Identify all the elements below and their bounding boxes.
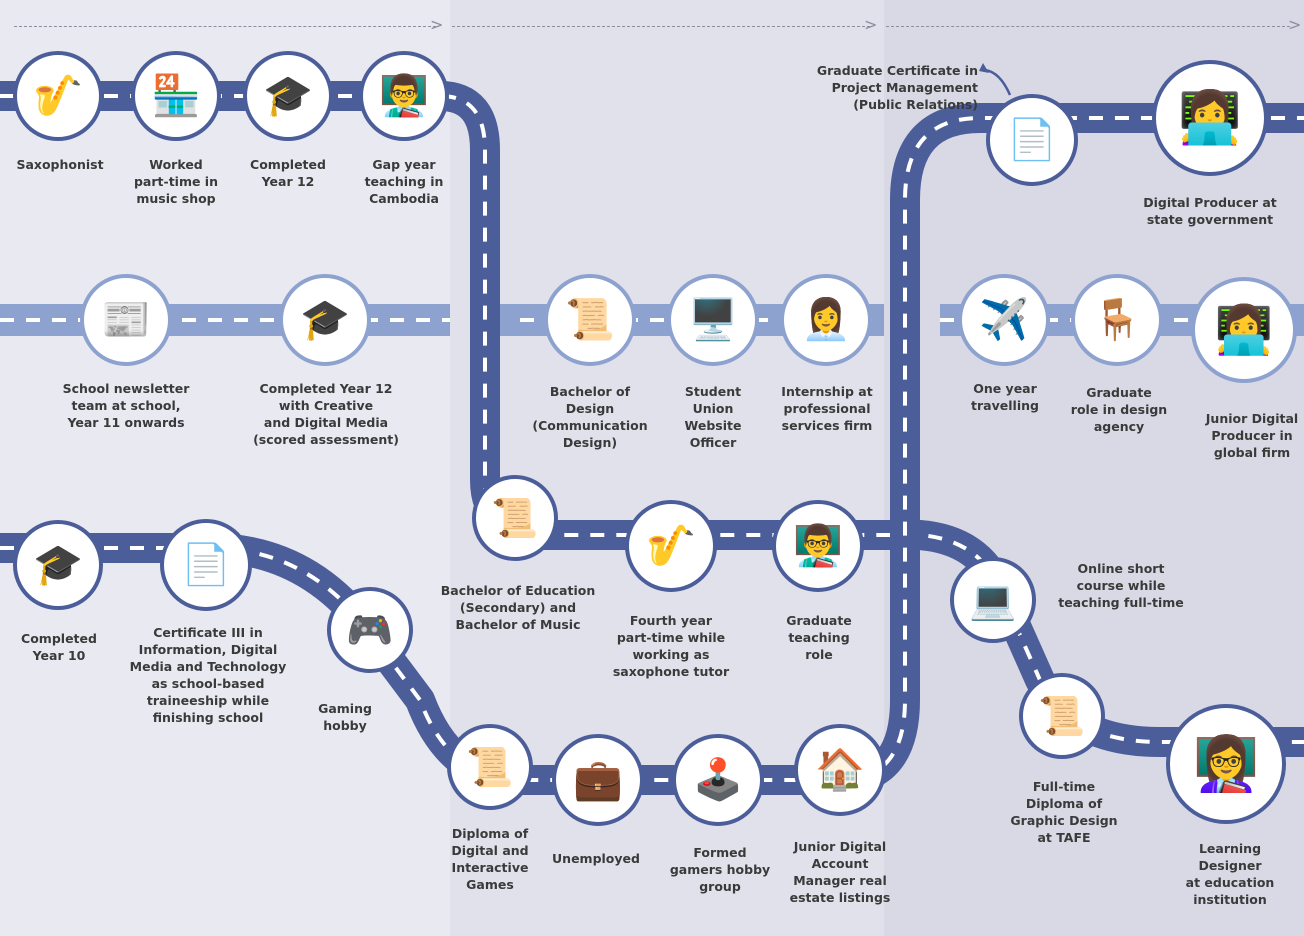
- plane-globe-icon: ✈️: [979, 297, 1029, 343]
- design-desk-icon: 🪑: [1092, 297, 1142, 343]
- milestone-year10: 🎓: [13, 520, 103, 610]
- milestone-union-officer: 🖥️: [667, 274, 759, 366]
- online-course-monitor-icon: 💻: [969, 578, 1017, 622]
- milestone-grad-teaching: 👨‍🏫: [772, 500, 864, 592]
- label-internship: Internship at professional services firm: [781, 384, 873, 433]
- label-grad-design: Graduate role in design agency: [1070, 385, 1168, 434]
- label-unemployed: Unemployed: [552, 851, 640, 866]
- laptop-worker-icon: 👩‍💻: [1214, 302, 1274, 358]
- label-gap-year: Gap year teaching in Cambodia: [364, 157, 444, 206]
- milestone-grad-design: 🪑: [1071, 274, 1163, 366]
- producer-desk-icon: 👩‍💻: [1178, 88, 1242, 148]
- milestone-gap-year: 👨‍🏫: [359, 51, 449, 141]
- milestone-online-course: 💻: [950, 557, 1036, 643]
- timeline-arrow-2: [452, 26, 870, 27]
- label-year12-creative: Completed Year 12 with Creative and Digi…: [253, 381, 399, 447]
- label-online-course: Online short course while teaching full-…: [1058, 561, 1184, 610]
- label-digital-producer: Digital Producer at state government: [1143, 195, 1277, 227]
- milestone-fourth-year: 🎷: [625, 500, 717, 592]
- label-gamers-group: Formed gamers hobby group: [669, 845, 771, 894]
- milestone-music-shop: 🏪: [131, 51, 221, 141]
- milestone-unemployed: 💼: [552, 734, 644, 826]
- certificate-icon: 📄: [1007, 117, 1057, 163]
- teaching-chalkboard-icon: 👨‍🏫: [793, 523, 843, 569]
- milestone-year12-creative: 🎓: [279, 274, 371, 366]
- label-junior-account: Junior Digital Account Manager real esta…: [789, 839, 891, 905]
- label-junior-producer: Junior Digital Producer in global firm: [1205, 411, 1299, 460]
- label-newsletter: School newsletter team at school, Year 1…: [62, 381, 190, 430]
- milestone-diploma-games: 📜: [447, 724, 533, 810]
- label-cert3: Certificate III in Information, Digital …: [129, 625, 287, 725]
- milestone-diploma-tafe: 📜: [1019, 673, 1105, 759]
- milestone-saxophonist: 🎷: [13, 51, 103, 141]
- newsletter-envelope-icon: 📰: [101, 297, 151, 343]
- label-year12-top: Completed Year 12: [250, 157, 326, 189]
- label-bachelor-edu: Bachelor of Education (Secondary) and Ba…: [440, 583, 596, 632]
- milestone-grad-cert: 📄: [986, 94, 1078, 186]
- milestone-cert3: 📄: [160, 519, 252, 611]
- milestone-junior-account: 🏠: [794, 724, 886, 816]
- label-diploma-tafe: Full-time Diploma of Graphic Design at T…: [1010, 779, 1118, 845]
- curved-arrow-icon: [984, 68, 1012, 96]
- game-controller-icon: 🎮: [346, 608, 394, 652]
- website-screen-icon: 🖥️: [688, 297, 738, 343]
- certificate-icon: 📄: [181, 542, 231, 588]
- diploma-scroll-icon: 📜: [565, 297, 615, 343]
- label-saxophonist: Saxophonist: [16, 157, 104, 172]
- diploma-scroll-icon: 📜: [466, 745, 514, 789]
- milestone-internship: 👩‍💼: [780, 274, 872, 366]
- milestone-gamers-group: 🕹️: [672, 734, 764, 826]
- milestone-newsletter: 📰: [80, 274, 172, 366]
- label-music-shop: Worked part-time in music shop: [133, 157, 218, 206]
- label-learning-designer: Learning Designer at education instituti…: [1185, 841, 1275, 907]
- label-grad-teaching: Graduate teaching role: [786, 613, 852, 662]
- saxophone-player-icon: 🎷: [33, 73, 83, 119]
- real-estate-listings-icon: 🏠: [815, 747, 865, 793]
- milestone-year12-top: 🎓: [243, 51, 333, 141]
- graduation-book-icon: 🎓: [300, 297, 350, 343]
- office-worker-icon: 👩‍💼: [801, 297, 851, 343]
- milestone-bachelor-design: 📜: [544, 274, 636, 366]
- arrowhead-icon: >: [1288, 15, 1302, 34]
- shop-icon: 🏪: [151, 73, 201, 119]
- learning-designer-desk-icon: 👩‍🏫: [1193, 733, 1259, 795]
- timeline-arrow-3: [886, 26, 1290, 27]
- gamers-group-icon: 🕹️: [693, 757, 743, 803]
- milestone-digital-producer: 👩‍💻: [1152, 60, 1268, 176]
- arrowhead-icon: >: [430, 15, 444, 34]
- milestone-junior-producer: 👩‍💻: [1191, 277, 1297, 383]
- arrowhead-icon: >: [864, 15, 878, 34]
- label-union-officer: Student Union Website Officer: [684, 384, 742, 450]
- milestone-travelling: ✈️: [958, 274, 1050, 366]
- saxophone-tutor-icon: 🎷: [646, 523, 696, 569]
- label-bachelor-design: Bachelor of Design (Communication Design…: [532, 384, 648, 450]
- diploma-scroll-icon: 📜: [1038, 694, 1086, 738]
- milestone-learning-designer: 👩‍🏫: [1166, 704, 1286, 824]
- graduation-book-icon: 🎓: [33, 542, 83, 588]
- graduation-book-icon: 🎓: [263, 73, 313, 119]
- milestone-gaming: 🎮: [327, 587, 413, 673]
- milestone-bachelor-edu: 📜: [472, 475, 558, 561]
- teaching-chalkboard-icon: 👨‍🏫: [379, 73, 429, 119]
- label-year10: Completed Year 10: [21, 631, 97, 663]
- briefcase-person-icon: 💼: [573, 757, 623, 803]
- label-travelling: One year travelling: [971, 381, 1039, 413]
- stage-panel-1: [0, 0, 450, 936]
- music-diploma-icon: 📜: [491, 496, 539, 540]
- label-gaming: Gaming hobby: [318, 701, 372, 733]
- label-fourth-year: Fourth year part-time while working as s…: [612, 613, 730, 679]
- label-grad-cert: Graduate Certificate in Project Manageme…: [816, 63, 978, 112]
- label-diploma-games: Diploma of Digital and Interactive Games: [451, 826, 529, 892]
- timeline-arrow-1: [14, 26, 436, 27]
